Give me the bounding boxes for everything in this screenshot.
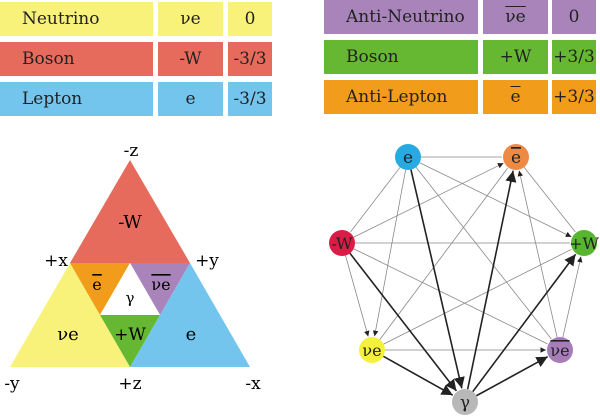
legend-lepton-name: Lepton: [0, 82, 153, 116]
node-label-ebar: e: [511, 148, 521, 168]
edge-negW-nu: [345, 255, 370, 337]
region-electron: [130, 263, 250, 367]
node-nu: [359, 337, 385, 363]
edge-gamma-nubar: [476, 356, 549, 397]
legend-anti-lepton-charge: +3/3: [552, 80, 596, 114]
edge-e-negW: [350, 167, 401, 233]
legend-neg-boson-symbol: -W: [158, 42, 223, 76]
edge-nu-ebar: [379, 167, 508, 340]
node-label-negW: -W: [332, 234, 354, 253]
region-label-anti-electron: e: [92, 275, 101, 294]
edge-gamma-posW: [472, 253, 577, 393]
node-label-gamma: γ: [460, 393, 470, 413]
region-label-neutrino: νe: [57, 324, 79, 345]
region-neutrino: [10, 263, 130, 367]
region-anti-electron: [70, 263, 130, 315]
legend-neg-boson-charge: -3/3: [228, 42, 272, 76]
axis-label-neg-z: -z: [124, 141, 139, 161]
edge-negW-ebar: [353, 162, 504, 238]
legend-neutrino-charge: 0: [228, 2, 272, 36]
region-label-pos-w: +W: [114, 325, 146, 345]
legend-pos-boson-charge: +3/3: [552, 40, 596, 74]
node-negW: [329, 230, 355, 256]
node-ebar: [503, 144, 529, 170]
node-label-e: e: [403, 148, 413, 168]
node-posW: [571, 230, 597, 256]
region-label-electron: e: [186, 324, 197, 345]
transition-graph: e e -W +W νe νe γ: [329, 144, 599, 415]
node-label-posW: +W: [569, 234, 599, 253]
region-photon: [100, 263, 160, 315]
legend-pos-boson-name: Boson: [324, 40, 478, 74]
node-label-nu: νe: [362, 341, 381, 360]
legend-neg-boson-name: Boson: [0, 42, 153, 76]
axis-label-neg-x: -x: [245, 374, 261, 394]
region-pos-w: [100, 315, 160, 367]
legend-pos-boson-symbol: +W: [483, 40, 548, 74]
edge-nu-gamma: [382, 355, 454, 396]
edge-e-nubar: [415, 166, 552, 340]
edge-nubar-ebar: [517, 170, 558, 338]
symbol-text: νe: [505, 7, 526, 27]
axis-label-pos-y: +y: [195, 251, 219, 271]
legend-anti-neutrino-charge: 0: [552, 0, 596, 34]
edge-nubar-posW: [562, 256, 583, 338]
legend-neutrino-name: Neutrino: [0, 2, 153, 36]
region-label-neg-w: -W: [118, 212, 142, 233]
node-gamma: [452, 389, 478, 415]
legend-lepton-symbol: e: [158, 82, 223, 116]
legend-anti-neutrino-symbol: νe: [483, 0, 548, 34]
symbol-text: νe: [180, 9, 201, 29]
legend-anti-neutrino-name: Anti-Neutrino: [324, 0, 478, 34]
node-label-nubar: νe: [550, 341, 569, 360]
region-anti-neutrino: [130, 263, 190, 315]
legend-anti-lepton-name: Anti-Lepton: [324, 80, 478, 114]
axis-label-pos-z: +z: [118, 374, 141, 394]
edge-negW-gamma: [349, 252, 458, 392]
legend-lepton-charge: -3/3: [228, 82, 272, 116]
edge-gamma-ebar: [466, 170, 517, 390]
region-label-photon: γ: [126, 289, 135, 307]
edge-e-posW: [419, 162, 572, 238]
region-neg-w: [70, 160, 190, 263]
region-label-anti-neutrino: νe: [151, 275, 170, 294]
edge-e-nu: [372, 169, 407, 337]
node-e: [395, 144, 421, 170]
edge-negW-nubar: [353, 248, 548, 345]
symbol-text: e: [510, 87, 521, 107]
edge-e-gamma: [410, 169, 465, 389]
legend-anti-lepton-symbol: e: [483, 80, 548, 114]
legend-neutrino-symbol: νe: [158, 2, 223, 36]
node-nubar: [547, 337, 573, 363]
edge-ebar-posW: [523, 166, 576, 233]
axis-label-pos-x: +x: [44, 251, 68, 271]
axis-label-neg-y: -y: [4, 374, 20, 394]
edge-nu-posW: [383, 248, 572, 345]
